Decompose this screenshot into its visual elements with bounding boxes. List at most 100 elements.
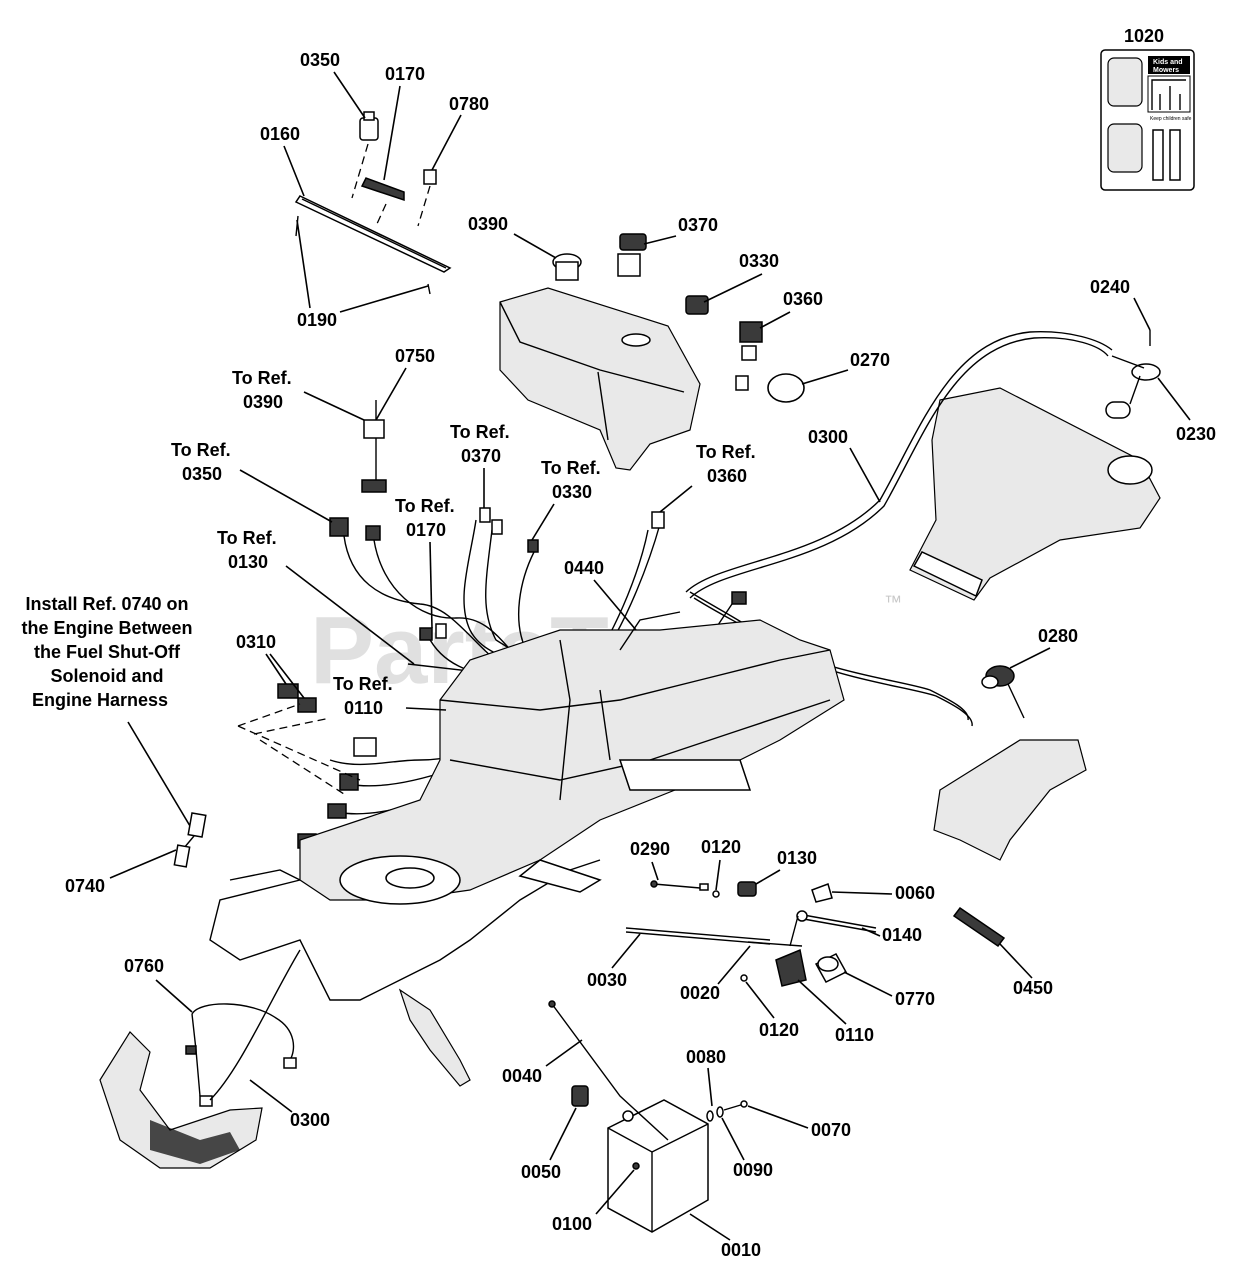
label-0050[interactable]: 0050 <box>521 1162 561 1182</box>
label-0270[interactable]: 0270 <box>850 350 890 370</box>
label-0140[interactable]: 0140 <box>882 925 922 945</box>
cable-0040[interactable] <box>548 1000 669 1141</box>
label-0280[interactable]: 0280 <box>1038 626 1078 646</box>
label-0160[interactable]: 0160 <box>260 124 300 144</box>
label-0440[interactable]: 0440 <box>564 558 604 578</box>
watermark-trademark: ™ <box>884 592 902 612</box>
boot-0050[interactable] <box>571 1085 589 1107</box>
label-to-ref-0350: To Ref. <box>171 440 231 460</box>
wire-0300-top[interactable] <box>685 331 1113 599</box>
label-0330-top[interactable]: 0330 <box>739 251 779 271</box>
label-0010[interactable]: 0010 <box>721 1240 761 1260</box>
label-to-ref-0390: To Ref. <box>232 368 292 388</box>
label-0240[interactable]: 0240 <box>1090 277 1130 297</box>
part-0360-top[interactable] <box>735 321 763 391</box>
label-0030[interactable]: 0030 <box>587 970 627 990</box>
label-0370-top[interactable]: 0370 <box>678 215 718 235</box>
label-to-ref-0350-num[interactable]: 0350 <box>182 464 222 484</box>
label-0170-top[interactable]: 0170 <box>385 64 425 84</box>
label-0770[interactable]: 0770 <box>895 989 935 1009</box>
label-0040[interactable]: 0040 <box>502 1066 542 1086</box>
decal-1020[interactable]: Kids and Mowers Keep children safe <box>1100 49 1195 191</box>
label-to-ref-0170: To Ref. <box>395 496 455 516</box>
label-to-ref-0170-num[interactable]: 0170 <box>406 520 446 540</box>
decal-text-line1: Kids and <box>1153 59 1183 66</box>
label-0130[interactable]: 0130 <box>777 848 817 868</box>
label-0070[interactable]: 0070 <box>811 1120 851 1140</box>
part-0780[interactable] <box>423 169 437 185</box>
label-0350-top[interactable]: 0350 <box>300 50 340 70</box>
decal-caption: Keep children safe <box>1150 116 1192 122</box>
label-0760[interactable]: 0760 <box>124 956 164 976</box>
label-0230[interactable]: 0230 <box>1176 424 1216 444</box>
label-0290[interactable]: 0290 <box>630 839 670 859</box>
label-0390-top[interactable]: 0390 <box>468 214 508 234</box>
rear-fender <box>933 739 1087 861</box>
battery-0010[interactable] <box>607 1099 709 1233</box>
washer-0120-top[interactable] <box>712 890 720 898</box>
front-bumper <box>99 1031 263 1169</box>
chassis-frame <box>209 611 845 1087</box>
label-0740[interactable]: 0740 <box>65 876 105 896</box>
part-0370-top[interactable] <box>617 233 647 277</box>
label-0310[interactable]: 0310 <box>236 632 276 652</box>
label-0300-bot[interactable]: 0300 <box>290 1110 330 1130</box>
label-1020[interactable]: 1020 <box>1124 26 1164 46</box>
spring-0450[interactable] <box>952 906 1006 948</box>
label-to-ref-0110: To Ref. <box>333 674 393 694</box>
part-0310[interactable] <box>277 683 317 713</box>
part-0770[interactable] <box>814 953 848 983</box>
rod-0030[interactable] <box>625 927 771 945</box>
dash-panel-0160[interactable] <box>294 195 452 273</box>
label-to-ref-0370-num[interactable]: 0370 <box>461 446 501 466</box>
fuel-sender-0230[interactable] <box>1105 355 1161 419</box>
label-to-ref-0330-num[interactable]: 0330 <box>552 482 592 502</box>
label-0780[interactable]: 0780 <box>449 94 489 114</box>
hardware-0070-0080-0090[interactable] <box>706 1100 748 1122</box>
rod-0020[interactable] <box>747 941 803 947</box>
part-0390-top[interactable] <box>552 253 582 281</box>
part-0270[interactable] <box>767 373 805 403</box>
label-0120-bot[interactable]: 0120 <box>759 1020 799 1040</box>
part-0740[interactable] <box>173 812 207 868</box>
arm-0140[interactable] <box>796 910 877 933</box>
label-to-ref-0360: To Ref. <box>696 442 756 462</box>
bracket-0110[interactable] <box>775 915 807 987</box>
decal-text-line2: Mowers <box>1153 67 1179 74</box>
label-0750[interactable]: 0750 <box>395 346 435 366</box>
label-0090[interactable]: 0090 <box>733 1160 773 1180</box>
label-0450[interactable]: 0450 <box>1013 978 1053 998</box>
label-to-ref-0110-num[interactable]: 0110 <box>344 698 383 718</box>
part-0290[interactable] <box>650 880 709 891</box>
connectors[interactable] <box>297 419 747 849</box>
label-to-ref-0130-num[interactable]: 0130 <box>228 552 268 572</box>
label-0110[interactable]: 0110 <box>835 1025 874 1045</box>
dash-tower <box>499 287 701 471</box>
part-0170-top[interactable] <box>360 177 405 202</box>
part-0060[interactable] <box>811 883 833 903</box>
label-0060[interactable]: 0060 <box>895 883 935 903</box>
install-note-line-5: Engine Harness <box>32 690 168 710</box>
label-0080[interactable]: 0080 <box>686 1047 726 1067</box>
label-0190[interactable]: 0190 <box>297 310 337 330</box>
label-to-ref-0360-num[interactable]: 0360 <box>707 466 747 486</box>
label-0100[interactable]: 0100 <box>552 1214 592 1234</box>
label-0020[interactable]: 0020 <box>680 983 720 1003</box>
label-to-ref-0370: To Ref. <box>450 422 510 442</box>
install-note-line-3: the Fuel Shut-Off <box>34 642 181 662</box>
label-0120-top[interactable]: 0120 <box>701 837 741 857</box>
install-note-line-1: Install Ref. 0740 on <box>25 594 188 614</box>
headlight-harness-0760[interactable] <box>185 1003 297 1107</box>
install-note-line-2: the Engine Between <box>21 618 192 638</box>
part-0330-top[interactable] <box>685 295 709 315</box>
install-note-line-4: Solenoid and <box>50 666 163 686</box>
install-note: Install Ref. 0740 on the Engine Between … <box>21 594 192 710</box>
part-0350-top[interactable] <box>359 111 379 141</box>
label-0360-top[interactable]: 0360 <box>783 289 823 309</box>
label-to-ref-0390-num[interactable]: 0390 <box>243 392 283 412</box>
washer-0120-bot[interactable] <box>740 974 748 982</box>
part-0130[interactable] <box>737 881 757 897</box>
part-0280[interactable] <box>981 665 1025 719</box>
label-0300-top[interactable]: 0300 <box>808 427 848 447</box>
